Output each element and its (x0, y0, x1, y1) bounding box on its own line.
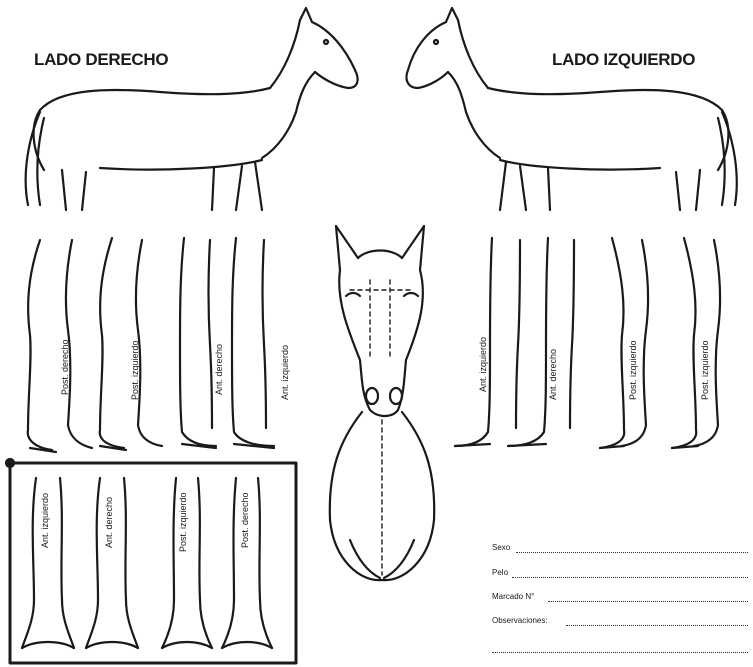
right-side-label: LADO IZQUIERDO (552, 50, 695, 70)
field-observaciones-label: Observaciones: (492, 616, 548, 625)
box-leg-label: Ant. izquierdo (40, 493, 50, 548)
field-sexo-line[interactable] (516, 552, 748, 553)
field-marcado-line[interactable] (548, 601, 748, 602)
right-leg-group (455, 238, 720, 448)
box-leg-label: Ant. derecho (104, 497, 114, 548)
horse-front-view-outline (330, 226, 434, 580)
field-pelo-label: Pelo (492, 568, 508, 577)
horse-right-side-outline (26, 8, 358, 210)
leg-label: Post. derecho (60, 339, 70, 395)
field-marcado-label: Marcado N° (492, 592, 534, 601)
left-side-label: LADO DERECHO (34, 50, 168, 70)
horse-left-side-outline (406, 8, 736, 210)
leg-label: Ant. izquierdo (478, 337, 488, 392)
field-pelo-line[interactable] (512, 577, 748, 578)
leg-label: Ant. derecho (214, 344, 224, 395)
box-leg-label: Post. derecho (240, 492, 250, 548)
field-observaciones-line[interactable] (566, 625, 748, 626)
box-leg-label: Post. izquierdo (178, 492, 188, 552)
leg-label: Post. izquierdo (130, 340, 140, 400)
leg-label: Ant. izquierdo (280, 345, 290, 400)
field-sexo-label: Sexo (492, 543, 510, 552)
legs-detail-box (6, 459, 296, 663)
leg-label: Post. izquierdo (628, 340, 638, 400)
field-observaciones-line-2[interactable] (492, 652, 748, 653)
leg-label: Post. izquierdo (700, 340, 710, 400)
leg-label: Ant. derecho (548, 349, 558, 400)
